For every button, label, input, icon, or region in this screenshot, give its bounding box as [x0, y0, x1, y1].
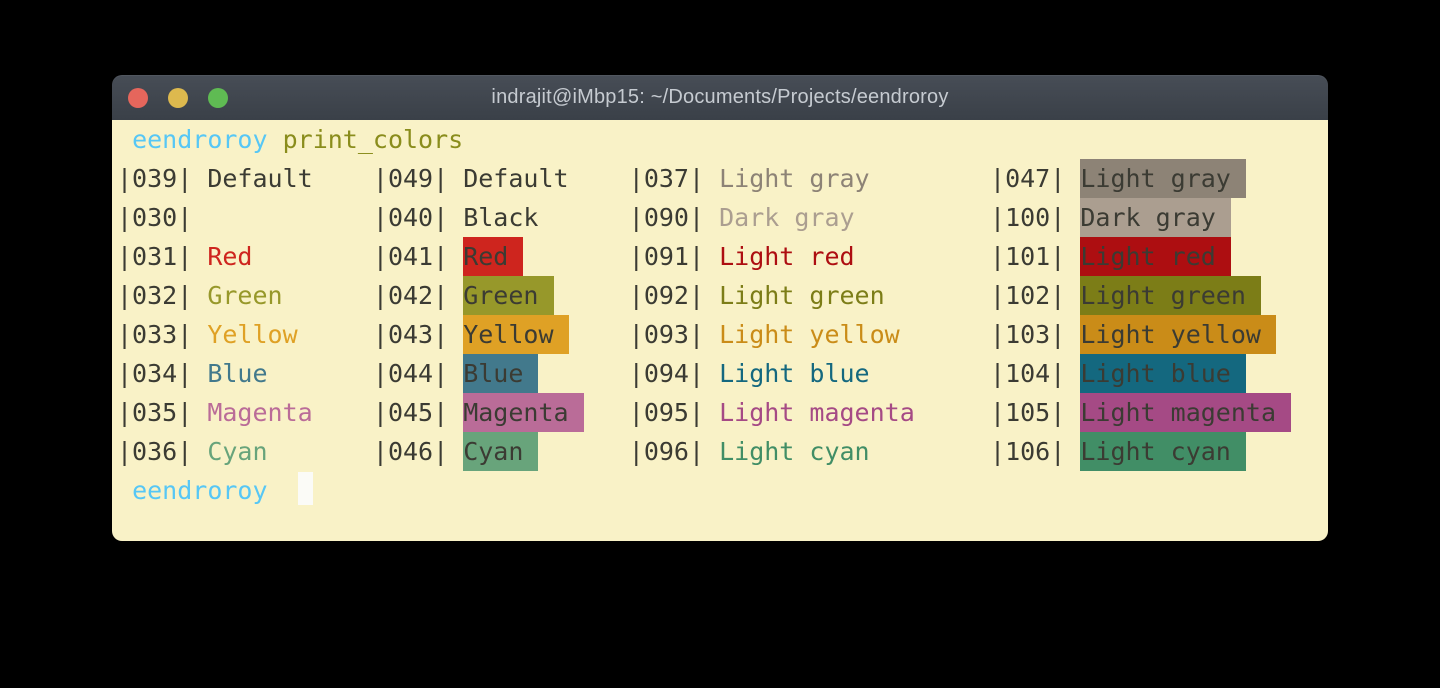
color-code: |044| — [372, 359, 464, 388]
color-label: Light red — [719, 242, 855, 271]
window-controls — [128, 75, 228, 120]
color-label: Light cyan — [719, 437, 870, 466]
color-code: |033| — [117, 320, 208, 349]
color-swatch: Light magenta — [1080, 393, 1292, 432]
color-swatch: Magenta — [463, 393, 584, 432]
color-swatch: Cyan — [463, 432, 539, 471]
color-code: |047| — [990, 164, 1081, 193]
color-code: |096| — [628, 437, 720, 466]
color-label: Light magenta — [719, 398, 915, 427]
color-label: Blue — [207, 359, 268, 388]
color-code: |040| — [372, 203, 464, 232]
color-label: Light blue — [719, 359, 870, 388]
color-code: |104| — [990, 359, 1081, 388]
color-swatch: Yellow — [463, 315, 569, 354]
color-code: |091| — [628, 242, 720, 271]
color-swatch: Light cyan — [1080, 432, 1246, 471]
prompt-cwd: eendroroy — [132, 125, 268, 154]
color-code: |045| — [372, 398, 464, 427]
color-code: |049| — [372, 164, 464, 193]
color-code: |039| — [117, 164, 208, 193]
color-label: Black — [463, 203, 539, 232]
color-code: |100| — [990, 203, 1081, 232]
color-code: |037| — [628, 164, 720, 193]
color-swatch: Light green — [1080, 276, 1261, 315]
color-label: Light yellow — [719, 320, 900, 349]
terminal-line: |039| Default |049| Default |037| Light … — [117, 159, 1323, 198]
terminal-line: |030| |040| Black |090| Dark gray |100| … — [117, 198, 1323, 237]
close-button[interactable] — [128, 87, 148, 108]
color-code: |046| — [372, 437, 464, 466]
color-label: Light green — [719, 281, 885, 310]
color-code: |041| — [372, 242, 464, 271]
color-code: |042| — [372, 281, 464, 310]
color-code: |034| — [117, 359, 208, 388]
color-swatch: Light yellow — [1080, 315, 1277, 354]
color-code: |095| — [628, 398, 720, 427]
color-code: |090| — [628, 203, 720, 232]
color-swatch: Light blue — [1080, 354, 1246, 393]
color-code: |092| — [628, 281, 720, 310]
color-label: Light gray — [719, 164, 870, 193]
color-code: |093| — [628, 320, 720, 349]
color-code: |103| — [990, 320, 1081, 349]
color-code: |101| — [990, 242, 1081, 271]
terminal-line: eendroroy — [117, 471, 1323, 510]
color-label: Green — [207, 281, 283, 310]
window-title: indrajit@iMbp15: ~/Documents/Projects/ee… — [491, 86, 949, 108]
color-swatch: Light red — [1080, 237, 1231, 276]
color-swatch: Blue — [463, 354, 539, 393]
color-swatch: Red — [463, 237, 524, 276]
color-code: |036| — [117, 437, 208, 466]
color-label: Red — [207, 242, 253, 271]
terminal-line: |036| Cyan |046| Cyan |096| Light cyan |… — [117, 432, 1323, 471]
color-swatch: Green — [463, 276, 554, 315]
color-code: |030| — [117, 203, 208, 232]
terminal-line: eendroroy print_colors — [117, 120, 1323, 159]
color-code: |043| — [372, 320, 464, 349]
prompt-command: print_colors — [282, 125, 464, 154]
color-code: |102| — [990, 281, 1081, 310]
color-swatch: Dark gray — [1080, 198, 1231, 237]
terminal-line: |034| Blue |044| Blue |094| Light blue |… — [117, 354, 1323, 393]
terminal-line: |035| Magenta |045| Magenta |095| Light … — [117, 393, 1323, 432]
color-label: Cyan — [207, 437, 268, 466]
terminal-cursor — [297, 472, 313, 505]
terminal-line: |031| Red |041| Red |091| Light red |101… — [117, 237, 1323, 276]
color-label: Default — [463, 164, 569, 193]
color-code: |031| — [117, 242, 208, 271]
terminal-window: indrajit@iMbp15: ~/Documents/Projects/ee… — [112, 75, 1328, 541]
terminal-line: |032| Green |042| Green |092| Light gree… — [117, 276, 1323, 315]
zoom-button[interactable] — [208, 87, 228, 108]
color-code: |106| — [990, 437, 1081, 466]
color-label: Default — [207, 164, 313, 193]
title-bar[interactable]: indrajit@iMbp15: ~/Documents/Projects/ee… — [112, 75, 1328, 120]
color-code: |094| — [628, 359, 720, 388]
color-code: |105| — [990, 398, 1081, 427]
terminal-line: |033| Yellow |043| Yellow |093| Light ye… — [117, 315, 1323, 354]
color-code: |035| — [117, 398, 208, 427]
prompt-cwd: eendroroy — [132, 476, 268, 505]
color-swatch: Light gray — [1080, 159, 1246, 198]
color-code: |032| — [117, 281, 208, 310]
color-label: Magenta — [207, 398, 313, 427]
minimize-button[interactable] — [168, 87, 188, 108]
color-label: Yellow — [207, 320, 298, 349]
terminal-screen[interactable]: eendroroy print_colors|039| Default |049… — [112, 120, 1328, 541]
color-label: Dark gray — [719, 203, 855, 232]
